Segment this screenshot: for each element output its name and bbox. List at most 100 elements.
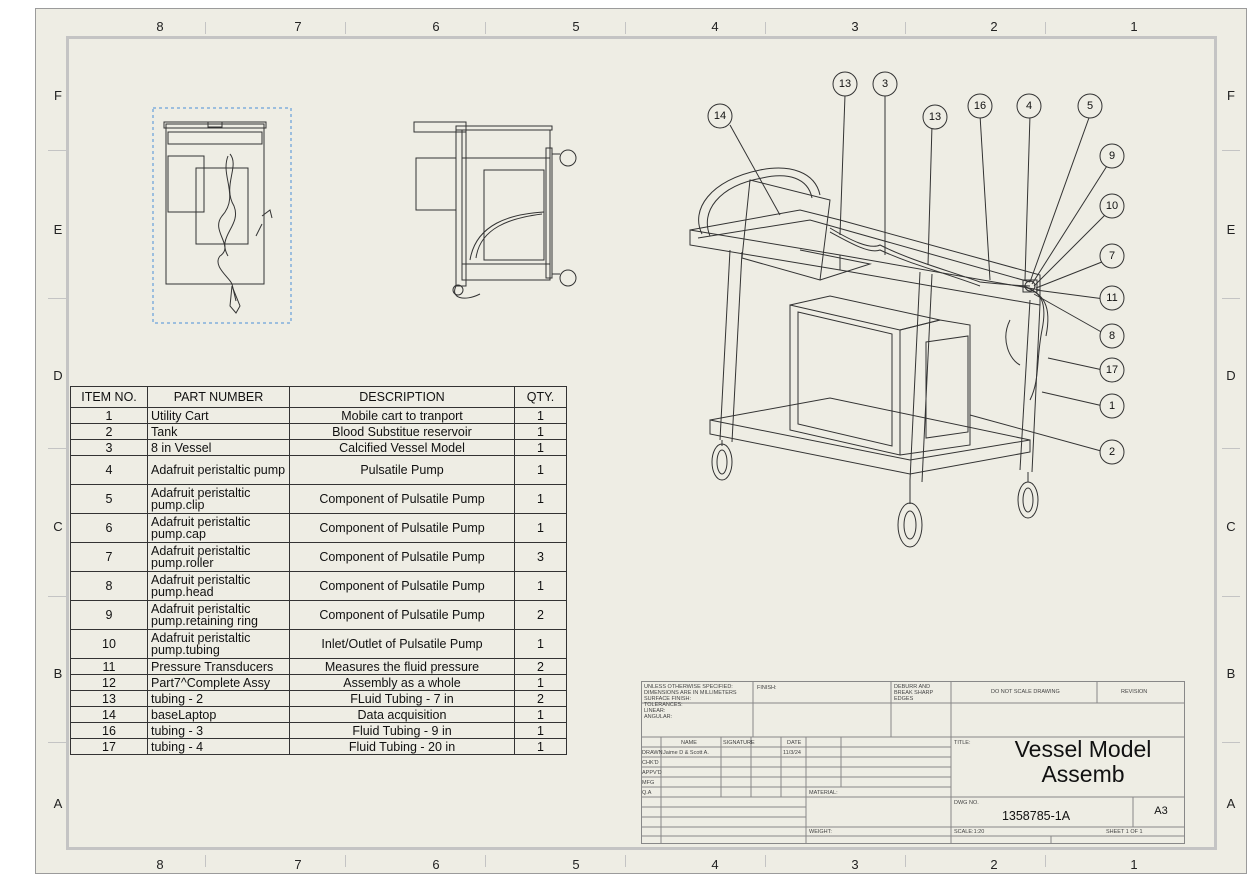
sheet-size: A3 (1154, 805, 1168, 817)
zone-divider (765, 855, 766, 867)
bom-header-item: ITEM NO. (70, 386, 148, 408)
name-header: NAME (681, 740, 697, 746)
title-block: UNLESS OTHERWISE SPECIFIED: DIMENSIONS A… (641, 681, 1185, 844)
title-label: TITLE: (954, 740, 971, 746)
bom-part-number: Adafruit peristaltic pump.roller (147, 542, 290, 572)
zone-divider (205, 855, 206, 867)
balloon-callout: 8 (1099, 323, 1125, 349)
bom-item-no: 4 (70, 455, 148, 485)
zone-divider (1222, 742, 1240, 743)
bom-description: Measures the fluid pressure (289, 658, 515, 675)
bom-description: Calcified Vessel Model (289, 439, 515, 456)
bom-description: Pulsatile Pump (289, 455, 515, 485)
svg-text:1: 1 (1109, 400, 1115, 412)
zone-column-label: 7 (294, 857, 302, 872)
svg-text:5: 5 (1087, 100, 1093, 112)
balloon-callout: 11 (1099, 285, 1125, 311)
balloon-callout: 9 (1099, 143, 1125, 169)
zone-divider (345, 22, 346, 34)
balloon-callout: 5 (1077, 93, 1103, 119)
zone-divider (485, 22, 486, 34)
bom-part-number: tubing - 3 (147, 722, 290, 739)
zone-column-label: 1 (1130, 857, 1138, 872)
bom-description: Component of Pulsatile Pump (289, 542, 515, 572)
zone-column-label: 2 (990, 19, 998, 34)
zone-divider (48, 150, 66, 151)
bom-item-no: 1 (70, 407, 148, 424)
bom-qty: 2 (514, 658, 567, 675)
bom-item-no: 17 (70, 738, 148, 755)
zone-row-label: D (1226, 368, 1236, 383)
svg-text:13: 13 (929, 111, 941, 123)
zone-divider (345, 855, 346, 867)
zone-row-label: B (53, 666, 63, 681)
zone-row-label: E (53, 222, 63, 237)
zone-divider (48, 448, 66, 449)
front-view (152, 107, 292, 324)
bom-qty: 2 (514, 690, 567, 707)
zone-row-label: C (53, 519, 63, 534)
bom-item-no: 16 (70, 722, 148, 739)
bom-part-number: Adafruit peristaltic pump.clip (147, 484, 290, 514)
revision-label: REVISION (1121, 689, 1148, 695)
zone-row-label: B (1226, 666, 1236, 681)
bom-item-no: 13 (70, 690, 148, 707)
zone-column-label: 1 (1130, 19, 1138, 34)
title-block-grid (641, 681, 1185, 844)
bom-part-number: Adafruit peristaltic pump.head (147, 571, 290, 601)
drawn-label: DRAWN (642, 750, 663, 756)
balloon-callout: 1 (1099, 393, 1125, 419)
bom-qty: 1 (514, 423, 567, 440)
sheet-label: SHEET 1 OF 1 (1106, 829, 1143, 835)
bom-part-number: Adafruit peristaltic pump.cap (147, 513, 290, 543)
bom-part-number: tubing - 2 (147, 690, 290, 707)
zone-divider (205, 22, 206, 34)
bom-part-number: Tank (147, 423, 290, 440)
bom-qty: 1 (514, 439, 567, 456)
balloon-callout: 7 (1099, 243, 1125, 269)
signature-header: SIGNATURE (723, 740, 755, 746)
zone-column-label: 8 (156, 857, 164, 872)
bom-description: Component of Pulsatile Pump (289, 571, 515, 601)
bom-part-number: 8 in Vessel (147, 439, 290, 456)
balloon-callout: 14 (707, 103, 733, 129)
zone-column-label: 2 (990, 857, 998, 872)
bom-description: FLuid Tubing - 7 in (289, 690, 515, 707)
bom-header-desc: DESCRIPTION (289, 386, 515, 408)
svg-text:13: 13 (839, 78, 851, 90)
drawing-number: 1358785-1A (1001, 809, 1071, 823)
bom-part-number: Pressure Transducers (147, 658, 290, 675)
zone-divider (1222, 596, 1240, 597)
svg-text:17: 17 (1106, 364, 1118, 376)
drawing-border (66, 36, 1217, 850)
zone-column-label: 4 (711, 857, 719, 872)
bom-item-no: 9 (70, 600, 148, 630)
zone-divider (485, 855, 486, 867)
scale-label: SCALE:1:20 (954, 829, 985, 835)
bom-qty: 1 (514, 513, 567, 543)
mfg-label: MFG (642, 780, 655, 786)
svg-text:16: 16 (974, 100, 986, 112)
zone-column-label: 6 (432, 857, 440, 872)
weight-label: WEIGHT: (809, 829, 832, 835)
zone-divider (48, 596, 66, 597)
zone-divider (625, 22, 626, 34)
tolerance-note: UNLESS OTHERWISE SPECIFIED: DIMENSIONS A… (644, 684, 737, 720)
bom-part-number: Part7^Complete Assy (147, 674, 290, 691)
finish-label: FINISH: (757, 685, 777, 691)
balloon-callout: 13 (832, 71, 858, 97)
bom-description: Component of Pulsatile Pump (289, 513, 515, 543)
bom-qty: 1 (514, 738, 567, 755)
bom-header-part: PART NUMBER (147, 386, 290, 408)
svg-text:3: 3 (882, 78, 888, 90)
svg-text:7: 7 (1109, 250, 1115, 262)
zone-row-label: D (53, 368, 63, 383)
zone-divider (905, 22, 906, 34)
